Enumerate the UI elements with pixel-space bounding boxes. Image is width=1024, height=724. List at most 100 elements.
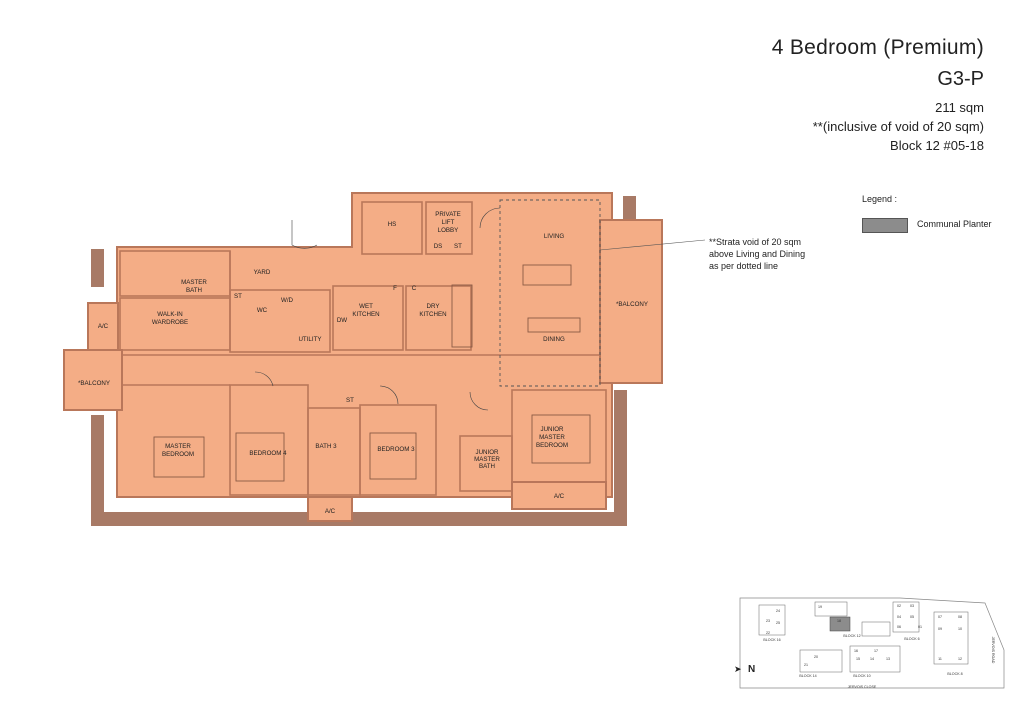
ac-left [87, 302, 119, 351]
lift-lobby-walls [425, 201, 473, 255]
junior-master-bedroom-walls [511, 389, 607, 483]
label-junior-master-bath-3: BATH [479, 463, 495, 470]
utility-block-walls [229, 289, 331, 353]
key-label-jervois-close: JERVOIS CLOSE [848, 685, 877, 689]
key-block-16 [758, 604, 786, 636]
key-num-15: 15 [856, 657, 860, 661]
junior-bedroom-door [469, 391, 489, 411]
main-door [291, 220, 318, 249]
key-num-04: 04 [897, 615, 901, 619]
junior-master-bed [531, 414, 591, 464]
label-master-bath-1: MASTER [181, 279, 207, 286]
key-label-block-14: BLOCK 14 [799, 674, 816, 678]
label-st-corridor: ST [346, 397, 354, 404]
key-num-19: 19 [818, 605, 822, 609]
key-num-05: 05 [910, 615, 914, 619]
label-living: LIVING [544, 233, 564, 240]
unit-area: 211 sqm [935, 100, 984, 115]
key-num-12: 12 [958, 657, 962, 661]
key-label-block-12: BLOCK 12 [843, 634, 860, 638]
label-master-bedroom-1: MASTER [165, 443, 191, 450]
key-label-block-6: BLOCK 6 [904, 637, 919, 641]
door-swings [254, 207, 501, 411]
label-st-yard: ST [234, 293, 242, 300]
dry-kitchen-walls [405, 285, 472, 351]
key-num-21: 21 [804, 663, 808, 667]
label-yard: YARD [254, 269, 271, 276]
strata-void-outline [499, 199, 601, 387]
label-private-lift-lobby-2: LIFT [442, 219, 455, 226]
label-bath-3: BATH 3 [315, 443, 337, 450]
label-private-lift-lobby-1: PRIVATE [435, 211, 461, 218]
label-master-bedroom-2: BEDROOM [162, 451, 194, 458]
key-num-18: 18 [837, 619, 841, 623]
annotation-line-2: above Living and Dining [709, 249, 806, 259]
planter-bottom [91, 390, 627, 526]
key-num-07: 07 [938, 615, 942, 619]
key-num-03: 03 [910, 604, 914, 608]
label-junior-master-bath-1: JUNIOR [475, 449, 499, 456]
label-wet-kitchen-2: KITCHEN [352, 311, 379, 318]
label-bedroom-3: BEDROOM 3 [377, 446, 415, 453]
key-plan-site-boundary [739, 597, 1005, 689]
annotation-line-1: **Strata void of 20 sqm [709, 237, 802, 247]
communal-planter-swatch [862, 218, 908, 233]
label-dining: DINING [543, 336, 565, 343]
key-num-10: 10 [958, 627, 962, 631]
label-private-lift-lobby-3: LOBBY [438, 227, 459, 234]
bedroom-3-walls [359, 404, 437, 496]
key-num-06: 06 [897, 625, 901, 629]
label-dw: DW [337, 317, 347, 324]
label-junior-master-bedroom-3: BEDROOM [536, 442, 568, 449]
key-block-14 [799, 649, 843, 673]
sofa [522, 264, 572, 286]
unit-code: G3-P [937, 68, 984, 90]
key-num-02: 02 [897, 604, 901, 608]
balcony-left [63, 349, 123, 411]
label-junior-master-bedroom-1: JUNIOR [540, 426, 564, 433]
void-inclusion-note: **(inclusive of void of 20 sqm) [812, 119, 984, 134]
key-num-13: 13 [886, 657, 890, 661]
ac-bottom-mid [307, 496, 353, 522]
legend-label-communal-planter: Communal Planter [917, 219, 992, 229]
label-wet-kitchen-1: WET [359, 303, 373, 310]
label-ac-bottom-right: A/C [554, 493, 565, 500]
north-label: N [748, 664, 756, 675]
label-wc: WC [257, 307, 268, 314]
key-num-20: 20 [814, 655, 818, 659]
communal-planters [91, 196, 636, 526]
key-block-10 [849, 645, 901, 673]
strata-void-annotation: **Strata void of 20 sqm above Living and… [709, 236, 829, 272]
key-block-6 [892, 601, 920, 633]
lobby-door [479, 207, 501, 229]
key-num-24: 24 [776, 609, 780, 613]
key-block-mid [861, 621, 891, 637]
interior-walls [119, 201, 607, 496]
master-bed [153, 436, 205, 478]
compass-arrow-icon: ➤ [734, 664, 742, 674]
key-plan: BLOCK 16 BLOCK 12 BLOCK 6 BLOCK 14 BLOCK… [739, 597, 1005, 689]
key-block-north [814, 601, 848, 617]
key-label-block-8: BLOCK 8 [947, 672, 962, 676]
key-num-01: 01 [918, 625, 922, 629]
key-plan-blocks [758, 601, 969, 673]
label-ac-left: A/C [98, 323, 109, 330]
label-st-lobby: ST [454, 243, 462, 250]
legend-title: Legend : [862, 194, 898, 204]
bedroom-4-bed [235, 432, 285, 482]
key-num-22: 22 [766, 631, 770, 635]
label-ac-bottom-mid: A/C [325, 508, 336, 515]
block-unit-number: Block 12 #05-18 [890, 138, 984, 153]
key-num-09: 09 [938, 627, 942, 631]
label-balcony-left: *BALCONY [78, 380, 110, 387]
key-num-16: 16 [854, 649, 858, 653]
label-wd: W/D [281, 297, 294, 304]
label-ds: DS [434, 243, 443, 250]
label-dry-kitchen-2: KITCHEN [419, 311, 446, 318]
dining-table [527, 317, 581, 333]
label-walk-in-wardrobe-2: WARDROBE [152, 319, 188, 326]
hs-walls [361, 201, 423, 255]
wet-kitchen-walls [332, 285, 404, 351]
unit-type-title: 4 Bedroom (Premium) [771, 36, 984, 59]
